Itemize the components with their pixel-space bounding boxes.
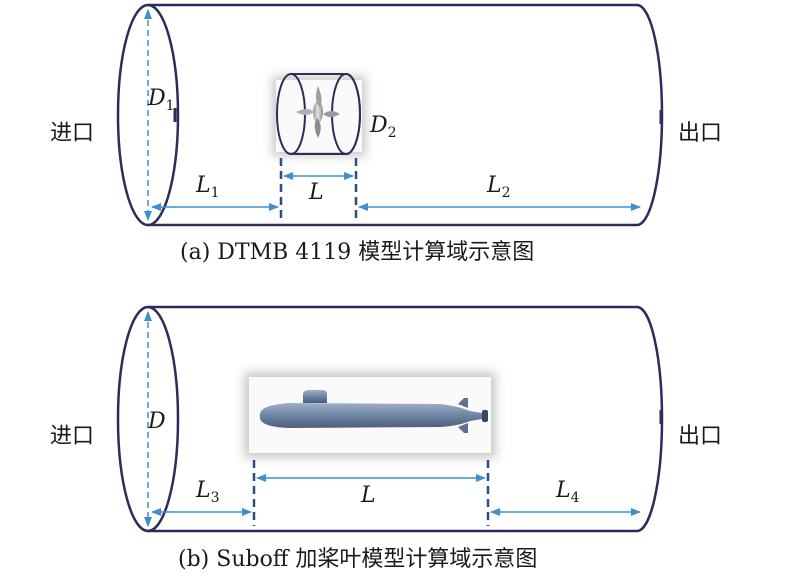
- caption-b: (b) Suboff 加桨叶模型计算域示意图: [178, 547, 537, 572]
- dim-l-label-a: L: [308, 180, 324, 205]
- dim-l2-label: L2: [486, 173, 511, 201]
- inlet-ellipse-a: [116, 3, 180, 227]
- dim-d-label-b: D: [147, 409, 166, 434]
- outlet-label-a: 出口: [678, 121, 722, 146]
- cylinder-a-outline: [148, 3, 664, 227]
- dim-l-label-b: L: [360, 483, 376, 508]
- outlet-label-b: 出口: [678, 424, 722, 449]
- inlet-label-b: 进口: [50, 424, 94, 449]
- caption-a: (a) DTMB 4119 模型计算域示意图: [180, 240, 534, 265]
- inlet-label-a: 进口: [50, 121, 94, 146]
- dim-l1-label: L1: [195, 173, 220, 201]
- inlet-ellipse-b: [116, 305, 180, 533]
- panel-a: D1 D2 L L1 L2: [50, 3, 722, 265]
- dim-l4-label: L4: [555, 478, 580, 506]
- panel-b: D L L3 L4 进口 出口 (b) Suboff 加桨叶模型计算域示意图: [50, 305, 722, 572]
- dim-d2-label: D2: [369, 113, 397, 141]
- dim-d1-label: D1: [147, 86, 175, 114]
- submarine-model: [259, 390, 488, 433]
- propeller-model: [276, 73, 361, 155]
- dim-l3-label: L3: [195, 478, 220, 506]
